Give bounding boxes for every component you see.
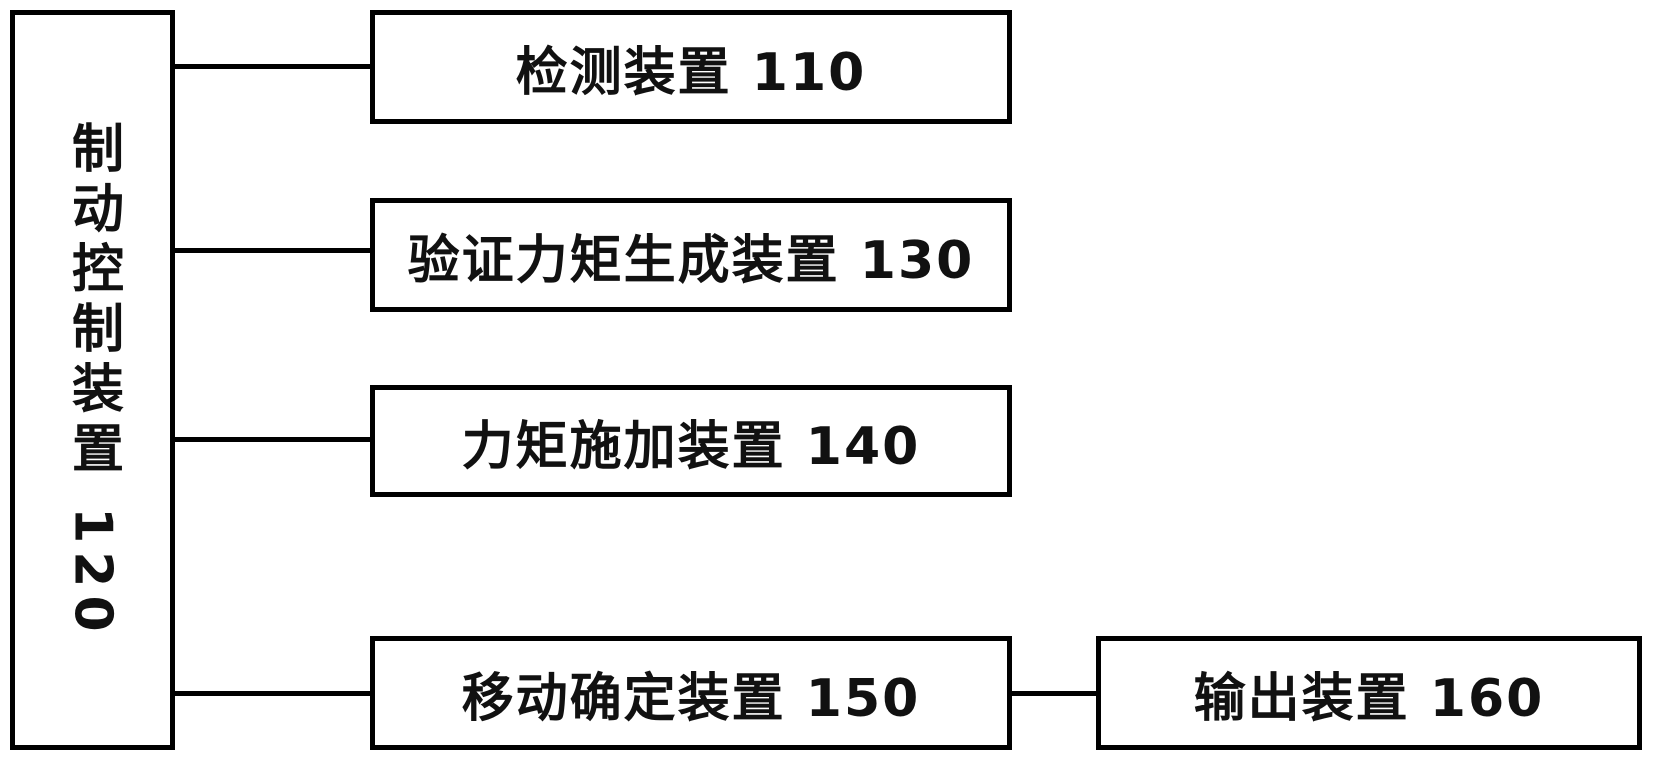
- connector-brake-control-to-verification-torque: [175, 248, 370, 253]
- connector-movement-determination-to-output: [1012, 691, 1096, 696]
- node-detection-device-110: 检测装置 110: [370, 10, 1012, 124]
- node-verification-torque-generation-device-130: 验证力矩生成装置 130: [370, 198, 1012, 312]
- node-brake-control-device-120: 制动控制装置 120: [10, 10, 175, 750]
- connector-brake-control-to-detection: [175, 64, 370, 69]
- connector-brake-control-to-movement-determination: [175, 691, 370, 696]
- node-brake-control-device-label: 制动控制装置 120: [62, 120, 123, 640]
- node-torque-application-device-140: 力矩施加装置 140: [370, 385, 1012, 497]
- node-detection-device-label: 检测装置 110: [515, 42, 867, 103]
- node-movement-determination-device-label: 移动确定装置 150: [461, 668, 921, 729]
- connector-brake-control-to-torque-application: [175, 437, 370, 442]
- node-verification-torque-generation-device-label: 验证力矩生成装置 130: [407, 230, 975, 291]
- node-output-device-160: 输出装置 160: [1096, 636, 1642, 750]
- node-movement-determination-device-150: 移动确定装置 150: [370, 636, 1012, 750]
- node-torque-application-device-label: 力矩施加装置 140: [461, 416, 921, 477]
- node-output-device-label: 输出装置 160: [1193, 668, 1545, 729]
